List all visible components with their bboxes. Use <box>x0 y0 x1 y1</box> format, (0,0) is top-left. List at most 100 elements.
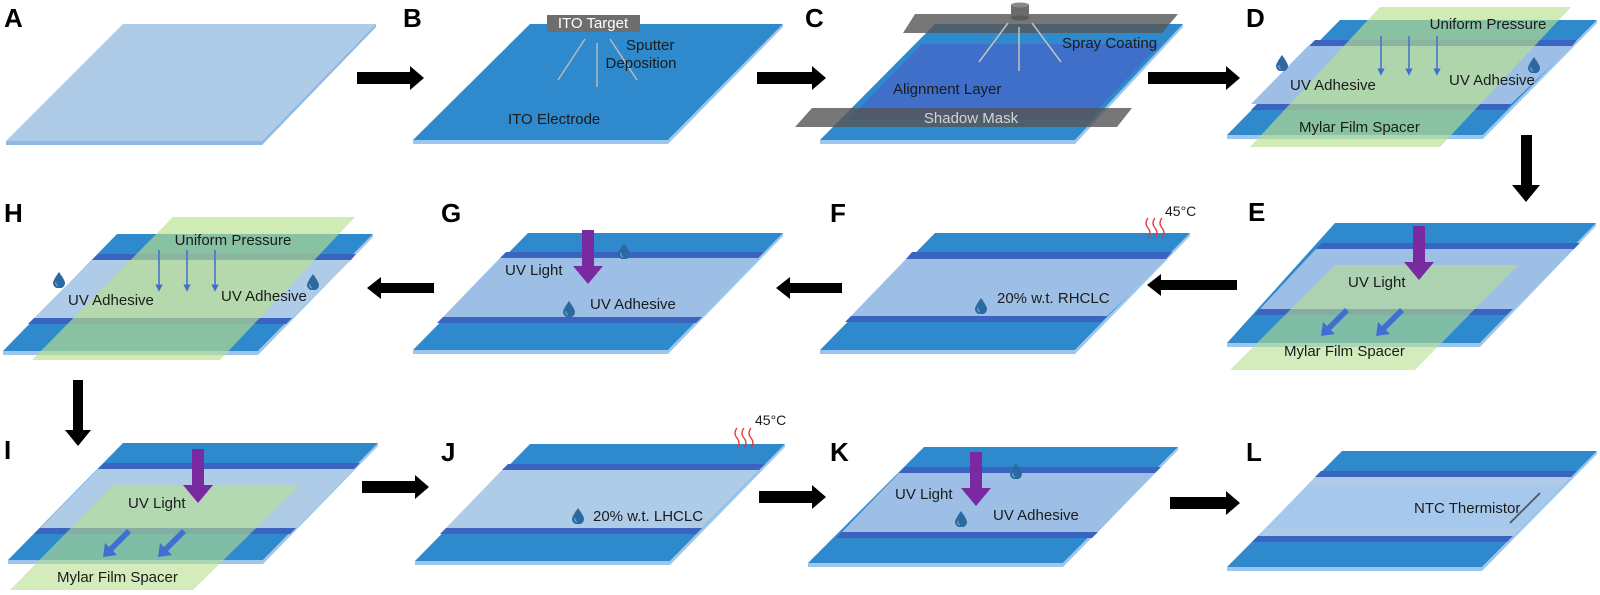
uv-light-label: UV Light <box>128 495 186 512</box>
mylar-film-spacer <box>1250 7 1571 147</box>
panel-k: K UV Light UV Adhesive <box>808 437 1178 567</box>
ito-target-label: ITO Target <box>558 15 629 32</box>
mylar-film-spacer <box>1230 265 1518 370</box>
uv-light-arrow-icon <box>573 230 603 284</box>
uv-light-arrow-icon <box>183 449 213 503</box>
alignment-stripe-top <box>906 252 1172 259</box>
process-arrow-e-f <box>1147 274 1237 296</box>
panel-d: D Uniform Pressure UV Adhesive UV Adhesi… <box>1227 3 1597 147</box>
uv-light-arrow-icon <box>1404 226 1434 280</box>
process-arrow-g-h <box>367 277 434 299</box>
panel-c: C Spray Coating Alignment Layer Shadow M… <box>795 2 1183 144</box>
process-arrow-j-k <box>759 485 826 509</box>
sputter-lines <box>557 38 638 87</box>
alignment-stripe-bottom <box>440 528 702 534</box>
ito-electrode-label: ITO Electrode <box>508 111 600 128</box>
mylar-film-spacer <box>10 486 299 590</box>
mylar-film-spacer-label: Mylar Film Spacer <box>57 569 178 586</box>
mylar-film-spacer-label: Mylar Film Spacer <box>1284 343 1405 360</box>
process-arrow-d-e <box>1512 135 1540 202</box>
uv-adhesive-drop-icon <box>1276 55 1288 71</box>
panel-e: E UV Light Mylar Film Spacer <box>1227 197 1596 370</box>
heat-icon <box>734 427 754 449</box>
process-arrow-b-c <box>757 66 826 90</box>
process-arrow-i-j <box>362 475 429 499</box>
spray-lines <box>978 22 1062 71</box>
alignment-stripe-top <box>899 467 1161 473</box>
pressure-arrows <box>155 250 219 292</box>
cell-center <box>842 473 1155 532</box>
panel-a: A <box>4 3 376 145</box>
alignment-stripe-top <box>502 464 765 470</box>
uv-light-label: UV Light <box>505 262 563 279</box>
process-arrow-a-b <box>357 66 424 90</box>
panel-label-e: E <box>1248 197 1265 227</box>
panel-label-h: H <box>4 198 23 228</box>
uv-light-arrow-icon <box>961 452 991 506</box>
shadow-mask-top <box>903 14 1178 33</box>
ito-target <box>547 15 640 32</box>
panel-label-l: L <box>1246 437 1262 467</box>
uv-adhesive-drop-icon <box>53 272 65 288</box>
uv-adhesive-label: UV Adhesive <box>221 288 307 305</box>
alignment-stripe-bottom <box>1252 536 1513 542</box>
shadow-mask-label: Shadow Mask <box>924 110 1019 127</box>
alignment-stripe-top <box>98 463 360 469</box>
mylar-film-spacer-label: Mylar Film Spacer <box>1299 119 1420 136</box>
uniform-pressure-label: Uniform Pressure <box>175 232 292 249</box>
spacer-slide-arrows <box>1321 308 1404 336</box>
uv-adhesive-label: UV Adhesive <box>590 296 676 313</box>
mylar-film-spacer <box>32 217 355 360</box>
panel-l: L NTC Thermistor <box>1227 437 1597 571</box>
pressure-arrows <box>1377 36 1441 76</box>
cell-center-inner <box>1266 485 1564 528</box>
uv-adhesive-label: UV Adhesive <box>1290 77 1376 94</box>
ntc-thermistor-label: NTC Thermistor <box>1414 500 1520 517</box>
ito-electrode-layer <box>413 24 783 140</box>
panel-label-j: J <box>441 437 455 467</box>
process-arrow-c-d <box>1148 66 1240 90</box>
sputter-label: Sputter <box>626 37 674 54</box>
panel-label-d: D <box>1246 3 1265 33</box>
panel-label-i: I <box>4 435 11 465</box>
panel-b: B ITO Target Sputter Deposition ITO Elec… <box>403 3 783 144</box>
panel-i: I UV Light Mylar Film Spacer <box>4 435 378 590</box>
spray-nozzle <box>1011 2 1029 21</box>
uv-adhesive-label: UV Adhesive <box>68 292 154 309</box>
alignment-stripe-bottom <box>437 317 702 323</box>
spray-coating-label: Spray Coating <box>1062 35 1157 52</box>
panel-j: J 45°C 20% w.t. LHCLC <box>415 412 786 565</box>
ntc-thermistor-icon <box>1509 492 1541 524</box>
panel-g: G UV Light UV Adhesive <box>413 198 783 354</box>
shadow-mask-bottom <box>795 108 1132 127</box>
alignment-stripe-top <box>500 252 764 258</box>
alignment-stripe-bottom <box>845 316 1107 322</box>
glass-substrate <box>6 24 376 141</box>
liquid-crystal-layer <box>446 470 759 528</box>
alignment-layer <box>848 44 1160 120</box>
spacer-slide-arrows <box>103 529 186 557</box>
liquid-crystal-layer <box>851 259 1166 316</box>
panel-label-b: B <box>403 3 422 33</box>
panel-label-k: K <box>830 437 849 467</box>
panel-label-a: A <box>4 3 23 33</box>
alignment-stripe-top <box>1315 471 1577 477</box>
heat-icon <box>1145 217 1165 239</box>
uniform-pressure-label: Uniform Pressure <box>1430 16 1547 33</box>
temperature-label: 45°C <box>1165 203 1196 219</box>
process-arrow-f-g <box>776 277 842 299</box>
cell-center <box>443 258 758 317</box>
panel-label-g: G <box>441 198 461 228</box>
uv-adhesive-label: UV Adhesive <box>993 507 1079 524</box>
panel-f: F 45°C 20% w.t. RHCLC <box>820 198 1196 354</box>
lhclc-label: 20% w.t. LHCLC <box>593 508 703 525</box>
panel-label-f: F <box>830 198 846 228</box>
uv-adhesive-label: UV Adhesive <box>1449 72 1535 89</box>
deposition-label: Deposition <box>606 55 677 72</box>
alignment-stripe-top <box>1316 243 1580 249</box>
process-arrow-h-i <box>65 380 91 446</box>
rhclc-label: 20% w.t. RHCLC <box>997 290 1110 307</box>
alignment-layer-label: Alignment Layer <box>893 81 1001 98</box>
temperature-label: 45°C <box>755 412 786 428</box>
